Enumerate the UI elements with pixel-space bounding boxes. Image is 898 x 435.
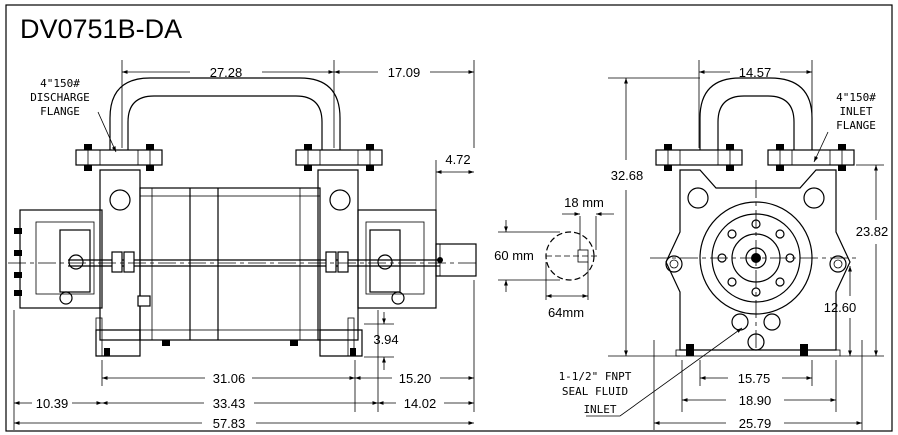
inlet-flange-label-2: INLET bbox=[839, 105, 872, 118]
dim-15-20: 15.20 bbox=[399, 371, 432, 386]
drawing-border bbox=[5, 4, 893, 432]
discharge-flange bbox=[75, 149, 163, 166]
dim-18mm: 18 mm bbox=[564, 195, 604, 210]
shaft-key-detail: 18 mm 60 mm 64mm bbox=[494, 195, 614, 320]
dim-25-79: 25.79 bbox=[739, 416, 772, 431]
discharge-flange-label-1: 4"150# bbox=[40, 77, 80, 90]
seal-fluid-label-2: SEAL FLUID bbox=[562, 385, 628, 398]
discharge-flange-label-3: FLANGE bbox=[40, 105, 80, 118]
dim-17-09: 17.09 bbox=[388, 65, 421, 80]
dim-14-57: 14.57 bbox=[739, 65, 772, 80]
drive-shaft bbox=[435, 243, 477, 277]
end-body bbox=[665, 169, 851, 351]
side-inlet-flange bbox=[295, 149, 383, 166]
inlet-flange-label-1: 4"150# bbox=[836, 91, 876, 104]
dim-27-28: 27.28 bbox=[210, 65, 243, 80]
pump-body bbox=[139, 187, 321, 341]
discharge-pipe bbox=[109, 77, 341, 150]
dim-12-60: 12.60 bbox=[824, 300, 857, 315]
inlet-pipe bbox=[699, 77, 813, 150]
dim-31-06: 31.06 bbox=[213, 371, 246, 386]
end-view: 14.57 32.68 23.82 12.60 4"150# INLET FLA… bbox=[559, 60, 889, 431]
dim-64mm: 64mm bbox=[548, 305, 584, 320]
model-title: DV0751B-DA bbox=[20, 14, 182, 44]
dim-33-43: 33.43 bbox=[213, 396, 246, 411]
seal-fluid-label-1: 1-1/2" FNPT bbox=[559, 370, 632, 383]
side-view: 27.28 17.09 4.72 3.94 31.06 15.20 10.39 … bbox=[8, 60, 478, 431]
seal-fluid-label-3: INLET bbox=[583, 403, 616, 416]
discharge-flange-label-2: DISCHARGE bbox=[30, 91, 90, 104]
dim-23-82: 23.82 bbox=[856, 224, 889, 239]
dim-3-94: 3.94 bbox=[373, 332, 398, 347]
inlet-flange bbox=[767, 149, 855, 166]
dim-15-75: 15.75 bbox=[738, 371, 771, 386]
dim-10-39: 10.39 bbox=[36, 396, 69, 411]
dim-57-83: 57.83 bbox=[213, 416, 246, 431]
inlet-flange-label-3: FLANGE bbox=[836, 119, 876, 132]
dim-4-72: 4.72 bbox=[445, 152, 470, 167]
dim-60mm: 60 mm bbox=[494, 248, 534, 263]
dim-18-90: 18.90 bbox=[739, 393, 772, 408]
left-bearing-housing bbox=[19, 209, 103, 309]
dim-32-68: 32.68 bbox=[611, 168, 644, 183]
dim-14-02: 14.02 bbox=[404, 396, 437, 411]
